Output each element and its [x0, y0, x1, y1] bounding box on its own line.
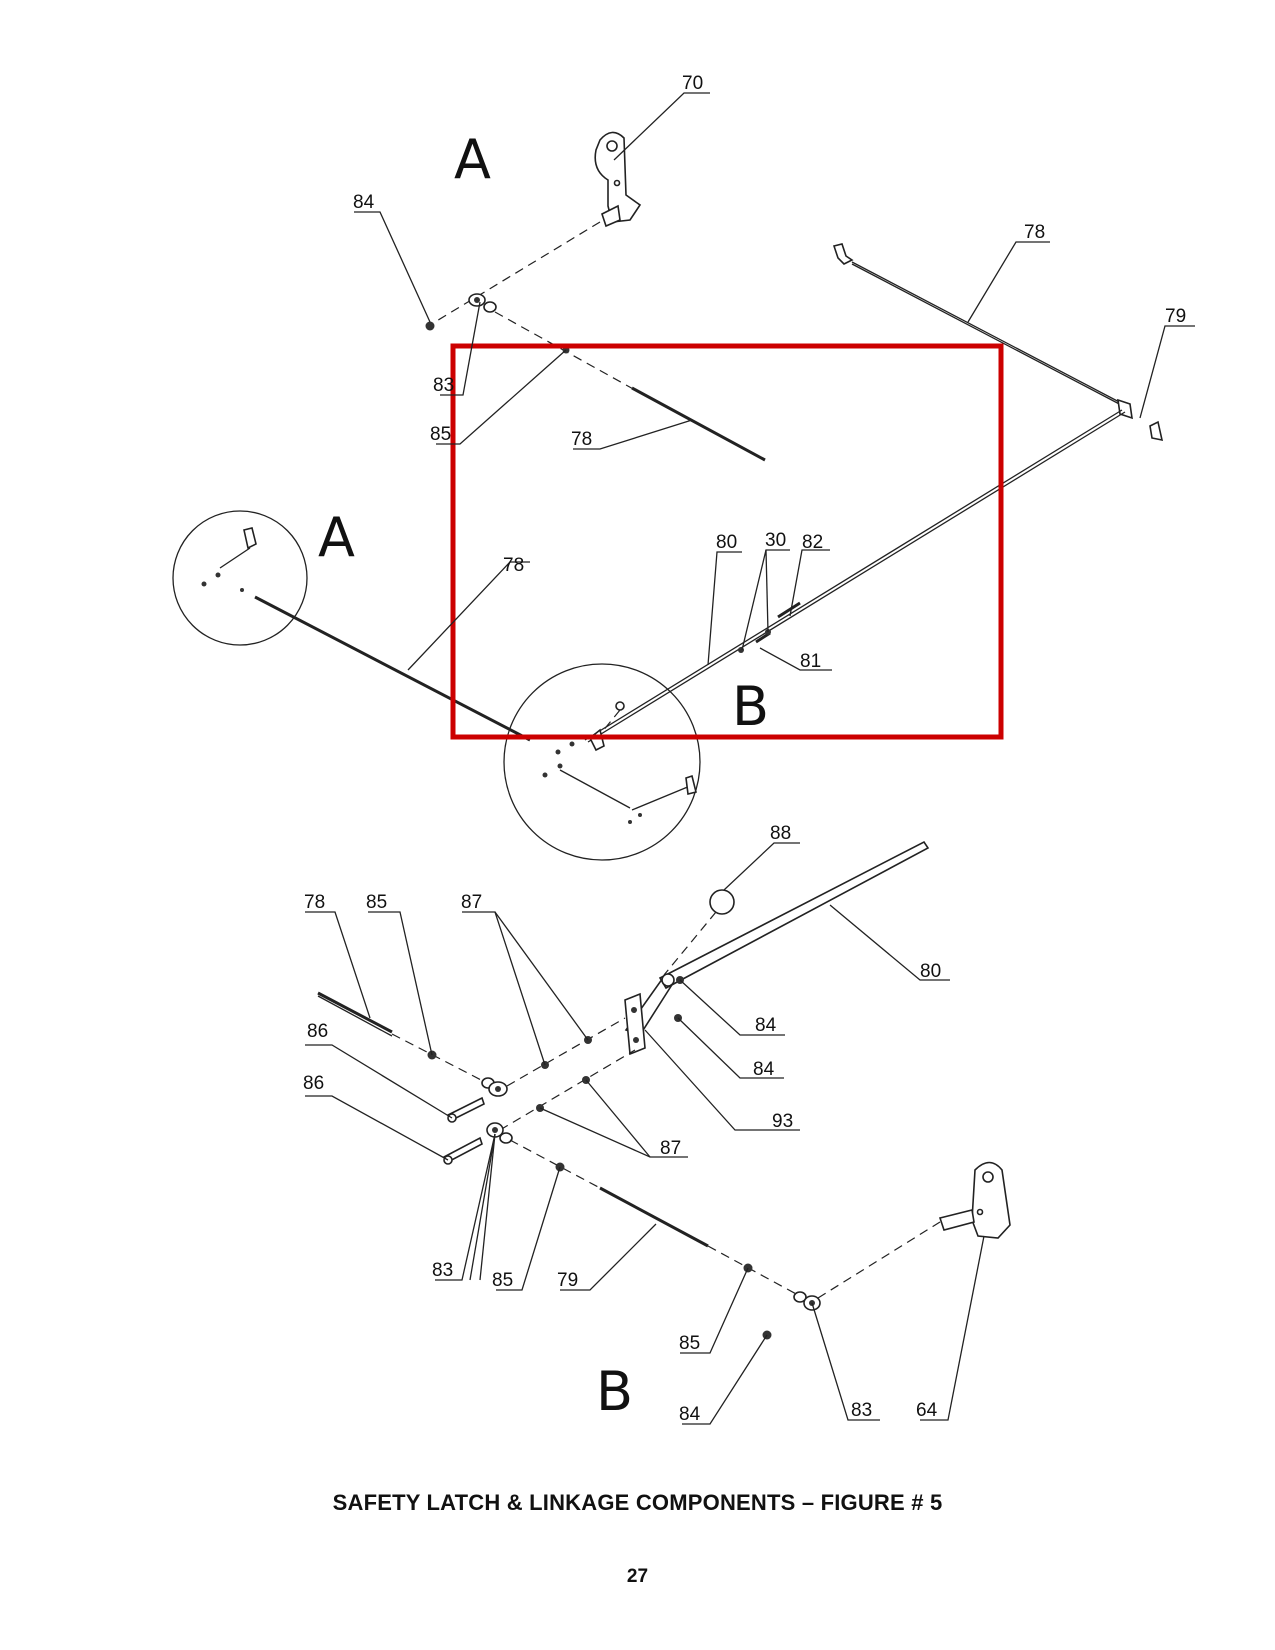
callout-label: 78 — [1024, 222, 1045, 243]
ball-88 — [709, 889, 735, 915]
page-number: 27 — [626, 1566, 649, 1587]
callout-label: 83 — [851, 1400, 872, 1421]
latch-79 — [1117, 398, 1164, 442]
detail-circle-b — [503, 663, 701, 861]
callout-label: 86 — [307, 1021, 328, 1042]
callout-label: 86 — [303, 1073, 324, 1094]
callout-label: 85 — [679, 1333, 700, 1354]
callout-label: 84 — [753, 1059, 775, 1080]
callout-label: 30 — [765, 530, 786, 551]
view-letter-b-bottom: B — [596, 1360, 633, 1423]
callout-label: 87 — [660, 1138, 681, 1159]
rod-end-83-upper — [481, 1077, 508, 1097]
bolt-86-lower — [443, 1136, 483, 1165]
rod-78-detail — [317, 991, 393, 1034]
callout-label: 78 — [503, 555, 524, 576]
rod-78-upper — [631, 386, 766, 462]
callout-label: 80 — [716, 532, 737, 553]
callout-label: 84 — [755, 1015, 777, 1036]
figure-caption: SAFETY LATCH & LINKAGE COMPONENTS – FIGU… — [332, 1490, 943, 1515]
view-letter-a-left: A — [318, 506, 355, 569]
callout-label: 85 — [492, 1270, 513, 1291]
bracket-64 — [938, 1161, 1011, 1239]
lever-80 — [624, 840, 930, 1036]
callout-label: 84 — [679, 1404, 701, 1425]
bracket-93 — [624, 992, 646, 1056]
callout-label: 82 — [802, 532, 823, 553]
callout-label: 93 — [772, 1111, 793, 1132]
callout-label: 83 — [433, 375, 454, 396]
callout-label: 84 — [353, 192, 375, 213]
rod-end-83-top — [468, 293, 497, 313]
callout-label: 78 — [571, 429, 592, 450]
callout-label: 79 — [557, 1270, 578, 1291]
rod-end-83-right — [793, 1291, 821, 1311]
view-letter-b-mid: B — [732, 675, 769, 738]
callout-label: 83 — [432, 1260, 453, 1281]
rod-79-detail — [599, 1186, 709, 1248]
view-letter-a-top: A — [454, 128, 491, 191]
rod-long-upper — [584, 409, 1123, 741]
rod-78-left — [254, 595, 531, 742]
callout-label: 81 — [800, 651, 821, 672]
callout-label: 85 — [430, 424, 451, 445]
rod-78-top-right — [851, 261, 1126, 406]
callout-label: 88 — [770, 823, 791, 844]
callout-label: 85 — [366, 892, 387, 913]
callout-label: 78 — [304, 892, 325, 913]
highlight-box — [450, 343, 1004, 740]
bracket-70 — [594, 131, 642, 228]
rod-end-83-lower — [486, 1122, 513, 1144]
callout-label: 87 — [461, 892, 482, 913]
callout-label: 70 — [682, 73, 703, 94]
callout-label: 64 — [916, 1400, 938, 1421]
nut-84-top — [425, 321, 435, 331]
bolt-86-upper — [447, 1096, 485, 1123]
latch-78-upper-right — [832, 243, 854, 265]
callout-label: 80 — [920, 961, 941, 982]
callout-label: 79 — [1165, 306, 1186, 327]
detail-circle-a — [172, 510, 308, 646]
